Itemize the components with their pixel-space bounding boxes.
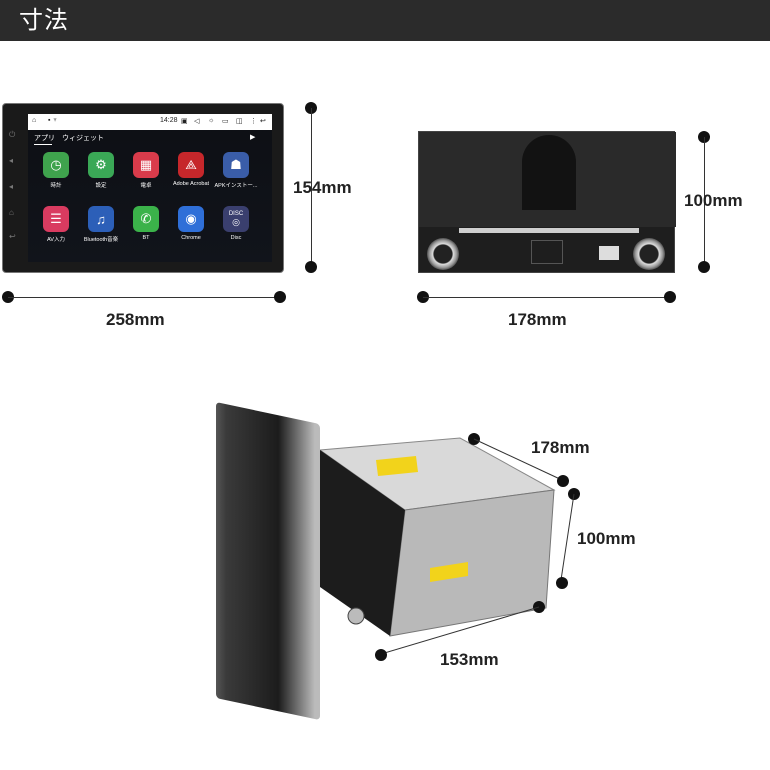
tab-indicator: [34, 144, 52, 145]
calculator-icon: ▦: [133, 152, 159, 178]
dim-line: [473, 438, 563, 481]
side-knob: [347, 607, 365, 625]
dim-line: [560, 493, 575, 581]
dim-dot: [557, 475, 569, 487]
left-knob: [427, 238, 459, 270]
app-calculator[interactable]: ▦ 電卓: [124, 152, 168, 196]
chassis-front-image: [418, 131, 676, 273]
dim-line: [8, 297, 280, 298]
back-side-icon: ↩: [9, 232, 16, 241]
app-bluetooth-music[interactable]: ♫ Bluetooth音楽: [79, 206, 123, 250]
app-apk-installer[interactable]: ☗ APKインストー...: [214, 152, 258, 196]
app-bt[interactable]: ✆ BT: [124, 206, 168, 250]
app-av-input[interactable]: ☰ AV入力: [34, 206, 78, 250]
rear-height-label: 100mm: [684, 191, 743, 210]
side-depth-top-label: 178mm: [531, 438, 590, 457]
rear-width-label: 178mm: [508, 310, 567, 329]
volume-down-icon: ◂: [9, 182, 14, 191]
side-height-label: 100mm: [577, 529, 636, 548]
clock-icon: ◷: [43, 152, 69, 178]
bluetooth-music-icon: ♫: [88, 206, 114, 232]
tab-widgets[interactable]: ウィジェット: [62, 135, 104, 142]
dim-dot: [664, 291, 676, 303]
dim-dot: [375, 649, 387, 661]
warning-sticker-side: [430, 562, 468, 582]
app-settings[interactable]: ⚙ 設定: [79, 152, 123, 196]
brightness-icon: ☼: [208, 117, 215, 124]
gear-icon: ⚙: [88, 152, 114, 178]
tab-apps[interactable]: アプリ: [34, 135, 55, 142]
chassis-front-face: [310, 450, 405, 636]
status-bar: ⌂ ▪ ♆ 14:28 ▣ ◁ ☼ ▭ ◫ ⋮ ↩: [28, 114, 272, 130]
phone-icon: ✆: [133, 206, 159, 232]
page-title: 寸法: [19, 6, 69, 34]
android-icon: ☗: [223, 152, 249, 178]
screenshot-icon: ▭: [222, 118, 229, 125]
status-time: 14:28: [160, 117, 178, 124]
chassis-side-image: [310, 437, 556, 637]
sd-slot: [531, 240, 563, 264]
dim-dot: [556, 577, 568, 589]
dim-line: [311, 108, 312, 266]
app-tabs: アプリ ウィジェット ▶: [28, 130, 272, 146]
dim-dot: [468, 433, 480, 445]
window-icon: ◫: [236, 118, 243, 125]
volume-icon: ◁: [194, 118, 200, 125]
right-knob: [633, 238, 665, 270]
dim-dot: [305, 261, 317, 273]
back-icon: ↩: [260, 118, 266, 125]
power-icon: ⏻: [9, 130, 16, 139]
dim-line: [704, 137, 705, 265]
app-clock[interactable]: ◷ 時計: [34, 152, 78, 196]
app-acrobat[interactable]: ⟁ Adobe Acrobat: [169, 152, 213, 196]
tilted-screen-panel: [216, 402, 320, 721]
warning-sticker-top: [376, 456, 418, 476]
acrobat-icon: ⟁: [178, 152, 204, 178]
dim-line: [380, 606, 540, 655]
front-unit-image: ⏻ ◂ ◂ ⌂ ↩ ⌂ ▪ ♆ 14:28 ▣ ◁ ☼ ▭ ◫ ⋮ ↩ アプリ …: [2, 103, 284, 273]
android-screen: ⌂ ▪ ♆ 14:28 ▣ ◁ ☼ ▭ ◫ ⋮ ↩ アプリ ウィジェット ▶ ◷…: [28, 114, 272, 262]
notification-icon: ▪ ♆: [48, 117, 58, 124]
menu-icon: ⋮: [250, 118, 257, 125]
side-depth-bottom-label: 153mm: [440, 650, 499, 669]
app-chrome[interactable]: ◉ Chrome: [169, 206, 213, 250]
home-icon: ⌂: [9, 208, 14, 217]
av-input-icon: ☰: [43, 206, 69, 232]
header-bar: 寸法: [0, 0, 770, 41]
dim-dot: [698, 261, 710, 273]
camera-icon: ▣: [181, 118, 188, 125]
front-height-label: 154mm: [293, 178, 352, 197]
disc-icon: DISC◎: [223, 206, 249, 232]
chassis-trim: [459, 228, 639, 233]
play-store-icon[interactable]: ▶: [250, 134, 256, 141]
chrome-icon: ◉: [178, 206, 204, 232]
usb-port: [599, 246, 619, 260]
app-disc[interactable]: DISC◎ Disc: [214, 206, 258, 250]
front-width-label: 258mm: [106, 310, 165, 329]
home-outline-icon: ⌂: [32, 117, 37, 124]
dim-dot: [274, 291, 286, 303]
chassis-opening: [522, 135, 576, 210]
volume-up-icon: ◂: [9, 156, 14, 165]
dim-line: [423, 297, 669, 298]
